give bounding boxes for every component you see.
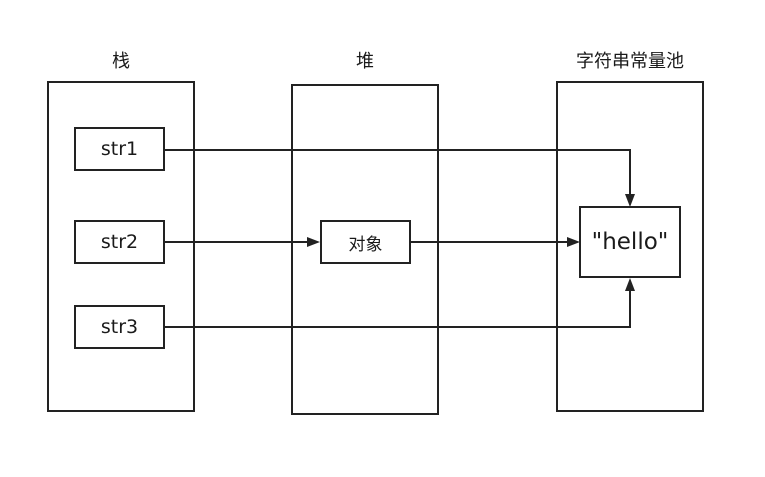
str1-node: str1 (74, 127, 165, 171)
edge-str1-literal (164, 149, 631, 198)
arrowhead-str3-literal (625, 278, 635, 291)
stack-title: 栈 (112, 51, 130, 72)
arrowhead-str1-literal (625, 194, 635, 207)
hello-literal-node: "hello" (579, 206, 681, 278)
arrowhead-object-literal (567, 237, 580, 247)
edge-str3-literal (164, 288, 631, 328)
object-node: 对象 (320, 220, 411, 264)
heap-title: 堆 (356, 51, 374, 72)
str3-node: str3 (74, 305, 165, 349)
arrowhead-str2-object (307, 237, 320, 247)
pool-title: 字符串常量池 (576, 51, 684, 72)
str2-node: str2 (74, 220, 165, 264)
